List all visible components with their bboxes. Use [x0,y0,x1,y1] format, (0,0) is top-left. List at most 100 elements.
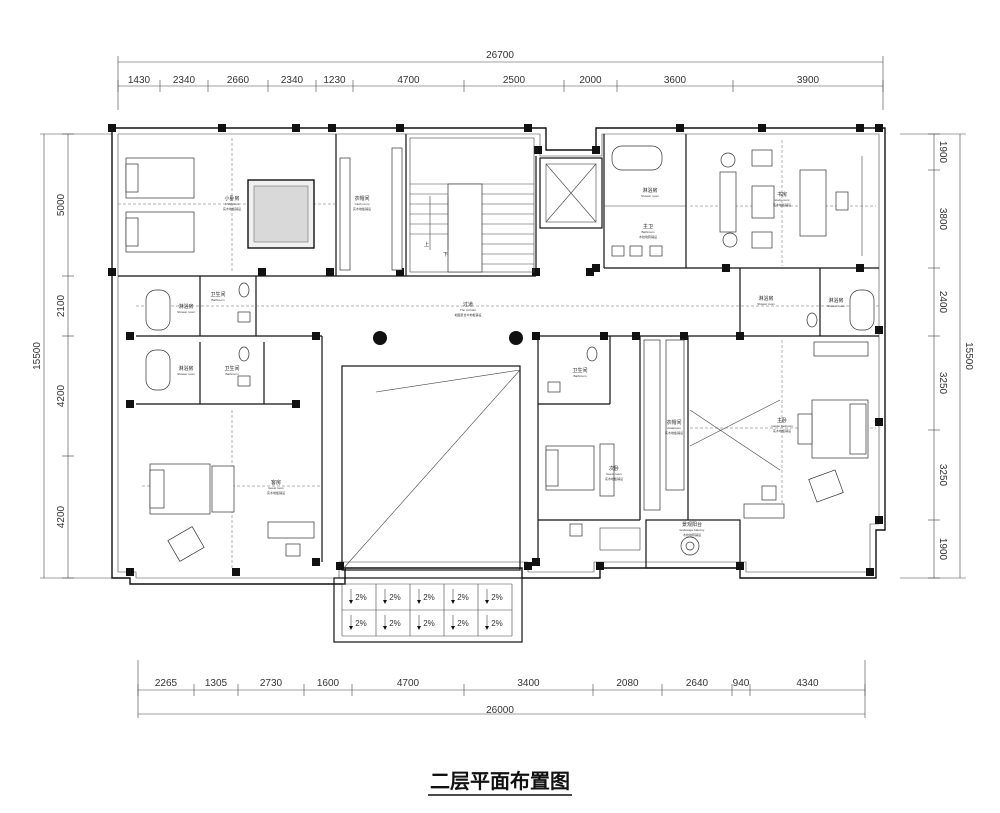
left-dim-1: 2100 [56,294,67,317]
corridor-column-left [373,331,387,345]
column [736,562,744,570]
slope-label: 2% [457,593,469,602]
room-label-cloakroom_left: 衣帽间 [354,195,369,202]
room-label-corridor: 过道 [463,301,473,308]
left-total-dim: 15500 [32,342,43,370]
sink-icon [629,245,643,257]
column [328,124,336,132]
top-dim-3: 2340 [281,75,304,86]
room-label-balcony: 景观阳台 [682,521,702,528]
room-label-study: 书房 [777,191,787,198]
toilet-icon [586,346,598,362]
room-note-cloakroom_left: 实木地板铺设 [353,206,371,211]
room-label-en-bath_left_2: Bathroom [225,372,239,376]
room-label-shower_top: 淋浴房 [642,187,657,194]
column [586,268,594,276]
bathtub-icon [611,145,663,171]
room-label-guest_room: 客房 [271,479,281,486]
toilet-icon [238,282,250,298]
column [218,124,226,132]
room-note-balcony: 木纹地砖铺设 [683,532,701,537]
slope-label: 2% [355,593,367,602]
column [326,268,334,276]
room-label-second_bedroom: 次卧 [609,465,619,472]
top-dim-8: 3600 [664,75,687,86]
top-dim-7: 2000 [579,75,602,86]
room-label-shower_right_b: 淋浴房 [828,297,843,304]
bottom-dim-7: 2640 [686,678,709,689]
top-total-dim: 26700 [486,50,514,61]
stair-down-label: 下 [443,252,448,258]
room-label-bath_left_1: 卫生间 [210,291,225,298]
column [312,332,320,340]
room-label-master_bedroom: 主卧 [777,417,787,424]
bottom-dim-8: 940 [733,678,750,689]
slope-label: 2% [389,619,401,628]
top-dim-9: 3900 [797,75,820,86]
column [396,268,404,276]
column [108,268,116,276]
bottom-dim-9: 4340 [796,678,819,689]
interior-walls [118,134,879,571]
top-dim-1: 2340 [173,75,196,86]
column [292,400,300,408]
furniture [125,145,875,562]
corridor-column-right [509,331,523,345]
room-label-en-guest_room: Guest room [268,486,284,490]
column [632,332,640,340]
column [292,124,300,132]
top-dim-5: 4700 [397,75,420,86]
room-note-cloakroom_right: 实木地板铺设 [665,430,683,435]
room-label-en-balcony: landscape balcony [680,528,705,532]
room-label-en-study: study room [775,198,790,202]
column [126,568,134,576]
armchair-icon [167,526,205,562]
room-label-en-cloakroom_left: Cloth room [355,202,370,206]
slope-label: 2% [423,619,435,628]
bathtub-icon [145,289,171,331]
column [108,124,116,132]
slope-label: 2% [423,593,435,602]
bottom-dim-6: 2080 [616,678,639,689]
room-label-shower_right_a: 淋浴房 [758,295,773,302]
room-label-en-shower_right_b: Shower room [827,304,845,308]
desk-icon [267,521,315,539]
column [126,332,134,340]
slope-label: 2% [389,593,401,602]
room-label-en-master_bedroom: master bedroom [771,424,793,428]
column [232,568,240,576]
column [600,332,608,340]
room-label-cloakroom_right: 衣帽间 [666,419,681,426]
slope-label: 2% [457,619,469,628]
column [596,562,604,570]
column [534,146,542,154]
right-dim-2: 2400 [937,291,948,314]
room-note-study: 实木地板铺设 [773,202,791,207]
room-label-en-bath_left_1: Bathroom [211,298,225,302]
room-label-en-small_bedroom: Child room [225,202,240,206]
room-label-en-bath_mid: Bathroom [573,374,587,378]
armchair-icon [808,469,844,503]
right-dim-3: 3250 [937,372,948,395]
top-dim-2: 2660 [227,75,250,86]
top-dim-6: 2500 [503,75,526,86]
column [592,146,600,154]
bottom-dim-2: 2730 [260,678,283,689]
staircase: 上 下 [409,137,535,273]
column [532,268,540,276]
column [532,332,540,340]
room-label-en-cloakroom_right: cloakroom [667,426,681,430]
room-note-bath_top: 木纹地砖铺设 [639,234,657,239]
right-total-dim: 15500 [963,342,974,370]
drawing-title: 二层平面布置图 [430,769,570,793]
room-note-corridor: 地面复合木地板铺设 [454,312,481,317]
sink-icon [649,245,663,257]
top-dim-4: 1230 [323,75,346,86]
room-note-guest_room: 实木地板铺设 [267,490,285,495]
column [396,124,404,132]
room-label-en-corridor: The corridor [460,308,476,312]
bottom-total-dim: 26000 [486,705,514,716]
